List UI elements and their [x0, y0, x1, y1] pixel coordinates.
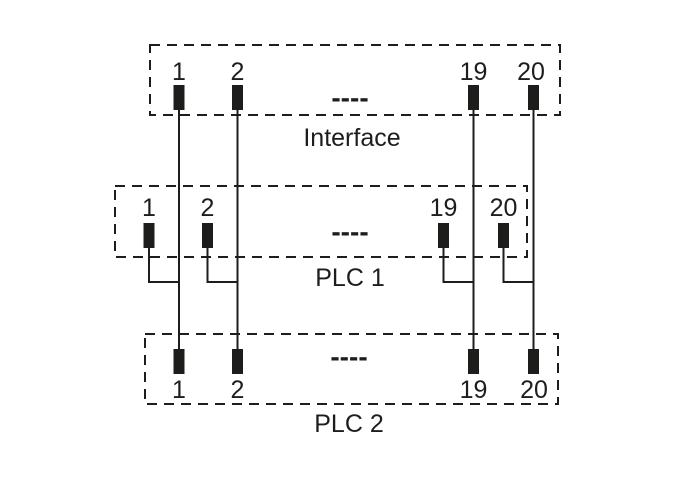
interface-pin2-terminal	[232, 85, 243, 110]
plc2-pin19-number: 19	[460, 376, 488, 404]
plc1-ellipsis: ----	[331, 216, 368, 247]
plc2-box	[144, 333, 559, 405]
plc1-pin2-number: 2	[201, 194, 215, 222]
plc1-pin20-number: 20	[490, 194, 518, 222]
plc1-pin19-terminal	[438, 223, 449, 248]
plc1-branch-pin20	[502, 238, 534, 283]
plc1-branch-pin19	[442, 238, 474, 283]
plc2-pin1-number: 1	[172, 376, 186, 404]
plc1-pin20-terminal	[498, 223, 509, 248]
plc2-pin2-terminal	[232, 349, 243, 374]
interface-pin19-terminal	[468, 85, 479, 110]
plc1-pin1-number: 1	[142, 194, 156, 222]
plc1-label: PLC 1	[315, 264, 384, 292]
plc1-pin2-terminal	[202, 223, 213, 248]
plc1-branch-pin1	[148, 238, 179, 283]
plc1-pin1-terminal	[143, 223, 155, 248]
plc2-pin2-number: 2	[231, 376, 245, 404]
plc2-pin19-terminal	[468, 349, 479, 374]
interface-pin1-terminal	[173, 85, 185, 110]
interface-pin20-terminal	[528, 85, 539, 110]
plc2-label: PLC 2	[314, 410, 383, 438]
interface-pin19-number: 19	[460, 58, 488, 86]
plc1-section: 1 2 19 20 ---- PLC 1	[114, 185, 528, 292]
plc1-branch-pin2	[206, 238, 238, 283]
interface-label: Interface	[303, 124, 400, 152]
plc1-pin19-number: 19	[430, 194, 458, 222]
plc2-pin1-terminal	[173, 349, 185, 374]
interface-pin20-number: 20	[517, 58, 545, 86]
wires	[178, 98, 535, 361]
plc1-branches	[148, 238, 534, 283]
plc2-ellipsis: ----	[330, 341, 367, 372]
plc1-box	[114, 185, 528, 258]
interface-ellipsis: ----	[331, 82, 368, 113]
interface-box	[149, 44, 561, 116]
plc2-pin20-number: 20	[520, 376, 548, 404]
plc2-section: 1 2 19 20 ---- PLC 2	[144, 333, 559, 438]
interface-pin2-number: 2	[231, 58, 245, 86]
plc2-pin20-terminal	[528, 349, 539, 374]
interface-pin1-number: 1	[172, 58, 186, 86]
interface-section: 1 2 19 20 ---- Interface	[149, 44, 561, 152]
